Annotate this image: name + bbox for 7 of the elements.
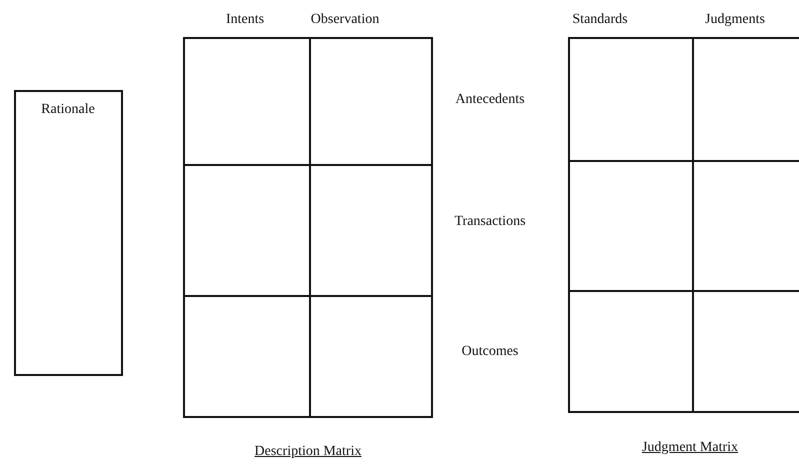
matrix-caption: Judgment Matrix [642, 440, 738, 456]
column-heading: Intents [226, 12, 264, 28]
column-heading: Observation [310, 12, 380, 28]
matrix-caption: Description Matrix [254, 444, 362, 460]
column-heading: Standards [572, 12, 628, 28]
column-heading: Judgments [705, 12, 765, 28]
box-heading: Rationale [41, 102, 95, 118]
